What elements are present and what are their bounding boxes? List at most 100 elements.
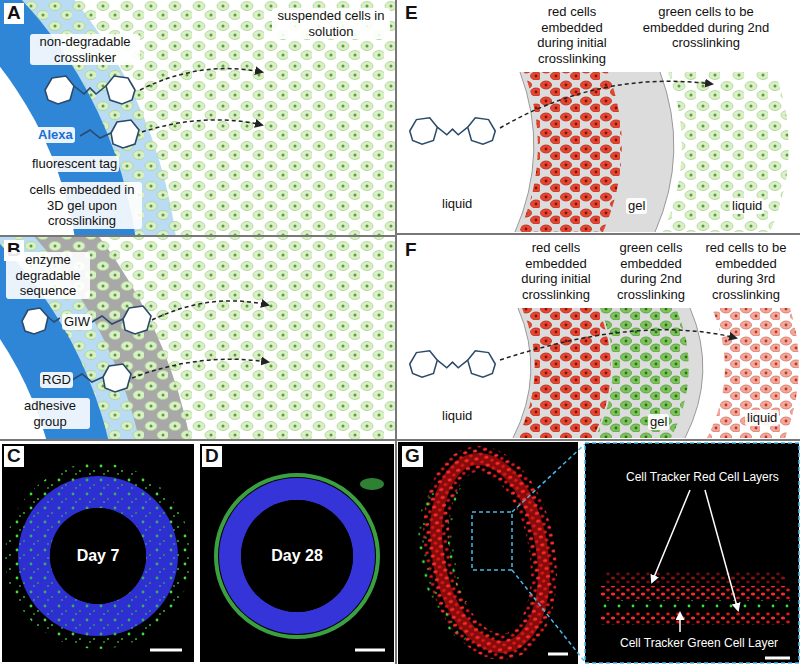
panel-letter: C [4, 446, 24, 467]
annotation-label: GIW [62, 314, 92, 330]
confocal-layers-g-line [765, 657, 790, 660]
annotation-label: liquid [440, 408, 474, 424]
annotation-label: suspended cells in solution [272, 8, 390, 39]
crosslinker-molecules-a-use [80, 120, 139, 148]
confocal-layers-g [398, 441, 799, 664]
confocal-layers-g-g [407, 441, 572, 664]
confocal-layers-g-rect [472, 512, 512, 570]
layer-schematic-f-path [513, 308, 703, 438]
micrograph-day-7-rect [2, 444, 194, 662]
confocal-layers-g-line [512, 570, 585, 662]
day-label: Day 7 [77, 547, 120, 565]
confocal-layers-g-rect [600, 586, 790, 599]
micrograph-day-28-line [355, 649, 385, 652]
confocal-layers-g-g-ellipse [422, 450, 557, 655]
confocal-layers-g-line [548, 653, 568, 656]
layer-schematic-f-path [595, 308, 689, 438]
panel-divider-line [395, 0, 397, 664]
hydrogel-ring-panel-a-circle [0, 0, 180, 235]
annotation-label: non-degradable crosslinker [30, 34, 140, 65]
layer-schematic-e-path [655, 72, 674, 232]
micrograph-day-28-circle [241, 500, 353, 612]
degrading-ring-panel-b-circle [0, 237, 200, 439]
layer-schematic-e-path [500, 81, 712, 128]
confocal-layers-g-line [705, 490, 738, 610]
crosslinker-molecules-a-use [45, 76, 135, 104]
annotation-label: red cells embedded during initial crossl… [522, 4, 622, 66]
confocal-layers-g-line [652, 490, 690, 582]
annotation-label: liquid [745, 410, 779, 426]
degrading-ring-panel-b [0, 237, 395, 439]
annotation-label: Alexa [36, 127, 75, 143]
lumen-circle: Day 7 [50, 508, 146, 604]
confocal-layers-g-rect [600, 600, 790, 610]
annotation-label: green cells embedded during 2nd crosslin… [605, 240, 697, 302]
layer-schematic-e-path [663, 72, 789, 232]
micrograph-day-28-circle [216, 475, 378, 637]
hydrogel-ring-panel-a [0, 0, 395, 235]
micrograph-day-7-circle [18, 476, 178, 636]
panel-divider-line [0, 235, 396, 237]
layer-schematic-e-use [410, 118, 496, 145]
annotation-label: Cell Tracker Red Cell Layers [626, 470, 779, 484]
panel-letter: E [402, 3, 421, 24]
micrograph-day-7-circle [18, 476, 178, 636]
confocal-layers-g-rect [605, 572, 785, 584]
annotation-label: red cells embedded during initial crossl… [510, 240, 602, 302]
layer-schematic-f-path [513, 308, 531, 438]
micrograph-day-7 [2, 444, 194, 662]
panel-letter: D [202, 446, 222, 467]
panel-divider-line [0, 439, 800, 441]
crosslinker-molecules-a-path [140, 69, 262, 90]
layer-schematic-f-path [707, 308, 799, 438]
day-label: Day 28 [271, 547, 323, 565]
annotation-label: fluorescent tag [30, 156, 119, 172]
micrograph-day-7-circle [12, 470, 184, 642]
micrograph-day-28-rect [200, 444, 394, 662]
panel-letter: F [402, 240, 420, 261]
annotation-label: enzyme degradable sequence [6, 252, 90, 299]
confocal-layers-g-g-ellipse [438, 466, 541, 641]
annotation-label: adhesive group [10, 398, 90, 429]
micrograph-day-28-circle [219, 478, 375, 634]
confocal-layers-g-g-ellipse [407, 441, 572, 664]
annotation-label: liquid [440, 196, 474, 212]
peptide-molecules-b-path [152, 301, 268, 320]
crosslinker-molecules-a-path [142, 120, 262, 132]
layer-schematic-e-path [515, 72, 674, 232]
confocal-layers-g-line [679, 613, 681, 632]
peptide-molecules-b [22, 301, 268, 392]
layer-schematic-e [410, 72, 789, 232]
layer-schematic-e-path [515, 72, 534, 232]
confocal-layers-g-rect [398, 442, 578, 664]
confocal-layers-g-line [512, 444, 585, 512]
panel-letter: A [4, 3, 24, 24]
micrograph-day-7-line [150, 649, 182, 652]
annotation-label: RGD [40, 372, 73, 388]
degrading-ring-panel-b-circle [0, 237, 150, 439]
annotation-label: liquid [730, 198, 764, 214]
layer-schematic-f-path [500, 330, 736, 360]
peptide-molecules-b-use [92, 306, 151, 334]
degrading-ring-panel-b-circle [0, 237, 200, 439]
micrograph-day-7-circle [50, 508, 146, 604]
degrading-ring-panel-b-circle [0, 237, 150, 439]
annotation-label: green cells to be embedded during 2nd cr… [636, 4, 776, 51]
crosslinker-molecules-a [45, 69, 262, 148]
hydrogel-ring-panel-a-circle [0, 0, 180, 235]
peptide-molecules-b-path [132, 359, 268, 378]
layer-schematic-f-use [410, 351, 496, 378]
panel-letter: G [402, 446, 423, 467]
peptide-molecules-b-use [22, 308, 60, 334]
confocal-layers-g-rect [585, 443, 799, 663]
annotation-label: gel [648, 414, 669, 430]
micrograph-day-28-ellipse [360, 478, 384, 490]
layer-schematic-f-path [685, 308, 703, 438]
annotation-label: cells embedded in 3D gel upon crosslinki… [22, 182, 142, 229]
degrading-ring-panel-b-circle [0, 237, 120, 439]
annotation-label: gel [626, 198, 647, 214]
annotation-label: Cell Tracker Green Cell Layer [620, 636, 778, 650]
annotation-label: red cells to be embedded during 3rd cros… [700, 240, 792, 302]
